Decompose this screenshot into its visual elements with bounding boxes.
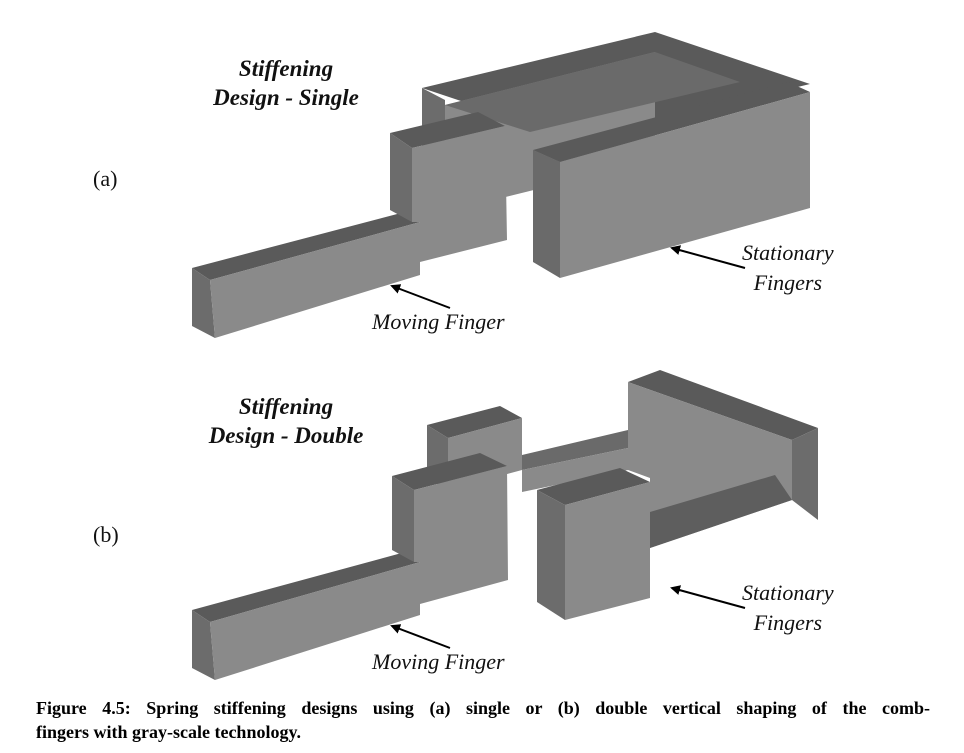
figure-illustration: [192, 32, 818, 680]
panel-a-title-line-1: Stiffening: [238, 56, 334, 81]
panel-a-stationary-line-2: Fingers: [753, 270, 823, 295]
panel-b-stiffener-left: [392, 476, 414, 562]
panel-b-beam-front: [210, 562, 420, 680]
panel-a-stationary-top: [533, 82, 810, 162]
panel-a-stiffener-front: [412, 126, 507, 262]
panel-a-stationary-left: [533, 150, 560, 278]
panel-b-rear-stiffener-top: [427, 406, 522, 438]
panel-b-stationary-front: [565, 482, 650, 620]
figure-caption: Figure 4.5: Spring stiffening designs us…: [36, 696, 930, 744]
panel-b-stationary-line-2: Fingers: [753, 610, 823, 635]
panel-b-title: Stiffening Design - Double: [176, 392, 396, 450]
panel-a-beam-front: [210, 222, 420, 338]
panel-b-label: (b): [93, 522, 119, 547]
panel-b-back-wall-side: [792, 428, 818, 520]
panel-b-back-wall-top: [628, 370, 818, 440]
panel-b-moving-finger-label: Moving Finger: [372, 649, 505, 674]
panel-b-stiffener-top: [392, 453, 507, 490]
caption-line-2: fingers with gray-scale technology.: [36, 722, 301, 742]
panel-a-stiffener-left: [390, 133, 412, 222]
panel-b-moving-arrow: [390, 624, 451, 649]
panel-a-title: Stiffening Design - Single: [176, 54, 396, 112]
panel-b-stationary-line-1: Stationary: [742, 580, 834, 605]
panel-b-stationary-left: [537, 490, 565, 620]
panel-b-beam-end: [192, 610, 215, 680]
panel-b-stationary-fingers-label: Stationary Fingers: [742, 578, 834, 638]
panel-a-stationary-line-1: Stationary: [742, 240, 834, 265]
panel-b-title-line-2: Design - Double: [208, 423, 364, 448]
panel-a-beam-top: [192, 208, 420, 280]
caption-line-1: Figure 4.5: Spring stiffening designs us…: [36, 698, 930, 718]
panel-b-model: [192, 370, 818, 680]
panel-a-beam-end: [192, 268, 215, 338]
panel-b-stiffener-front: [414, 466, 508, 604]
panel-a-label: (a): [93, 166, 118, 191]
panel-a-title-line-2: Design - Single: [213, 85, 359, 110]
panel-b-title-line-1: Stiffening: [238, 394, 334, 419]
panel-a-moving-arrow: [390, 284, 451, 309]
panel-a-stationary-fingers-label: Stationary Fingers: [742, 238, 834, 298]
panel-a-back-wall-inner-top: [445, 52, 740, 132]
panel-b-stationary-top: [537, 468, 650, 505]
panel-a-stationary-front: [560, 92, 810, 278]
panel-a-moving-finger-label: Moving Finger: [372, 309, 505, 334]
panel-b-stationary-arrow: [670, 585, 746, 609]
panel-b-connector-front: [522, 448, 628, 492]
panel-b-connector-top: [522, 430, 628, 470]
panel-a-stiffener-top: [390, 112, 505, 148]
panel-a-model: [192, 32, 810, 338]
panel-b-inner-floor: [650, 475, 792, 548]
panel-b-beam-top: [192, 548, 420, 622]
panel-a-stationary-arrow: [670, 245, 746, 269]
